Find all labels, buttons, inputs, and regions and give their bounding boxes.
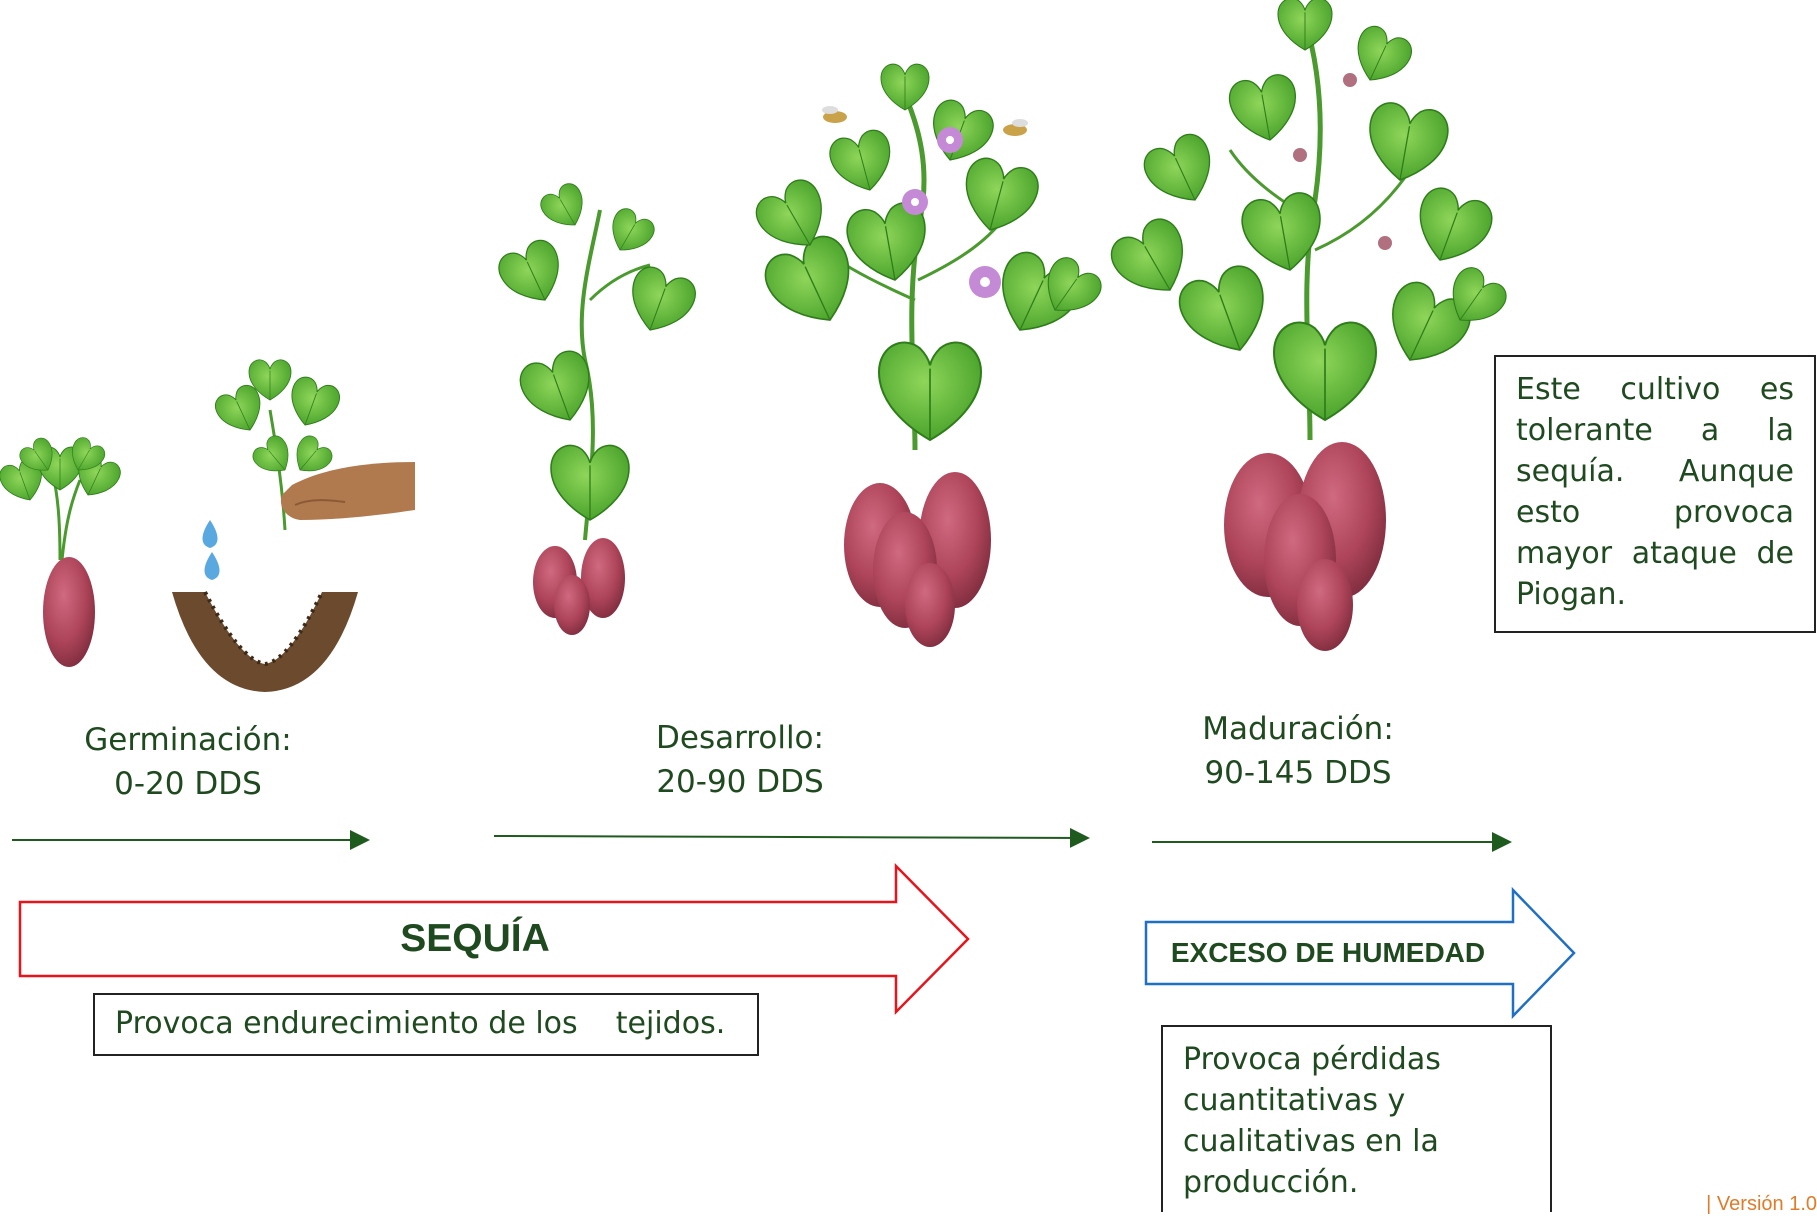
tolerance-note: Este cultivo es tolerante a la sequía. A… [1494, 355, 1816, 633]
flower [902, 127, 1001, 298]
humidity-arrow-shape [1144, 886, 1576, 1020]
mature-plant-illustration [1103, 0, 1513, 651]
version-footer: | Versión 1.0 [1706, 1193, 1817, 1215]
stage-name: Desarrollo: [656, 720, 824, 756]
stage-label-maturation: Maduración: 90-145 DDS [1178, 707, 1418, 795]
bee-icon [822, 106, 1028, 136]
sprouting-tuber-illustration [0, 434, 125, 667]
flowering-plant-illustration [749, 63, 1108, 647]
drought-effect-note: Provoca endurecimiento de los tejidos. [93, 993, 759, 1056]
timeline-arrow-development [493, 827, 1090, 848]
drought-title: SEQUÍA [400, 917, 550, 960]
young-plant-illustration [492, 179, 701, 635]
drought-arrow-shape [18, 862, 970, 1016]
stage-range: 90-145 DDS [1204, 755, 1392, 791]
stage-range: 20-90 DDS [656, 764, 824, 800]
stage-range: 0-20 DDS [114, 766, 262, 802]
stage-label-germination: Germinación: 0-20 DDS [60, 718, 316, 806]
stage-name: Germinación: [84, 722, 292, 758]
planting-hand-illustration [172, 359, 415, 692]
humidity-title: EXCESO DE HUMEDAD [1170, 937, 1486, 968]
stage-name: Maduración: [1202, 711, 1394, 747]
stage-label-development: Desarrollo: 20-90 DDS [620, 716, 860, 804]
humidity-effect-note: Provoca pérdidas cuantitativas y cualita… [1161, 1025, 1552, 1212]
